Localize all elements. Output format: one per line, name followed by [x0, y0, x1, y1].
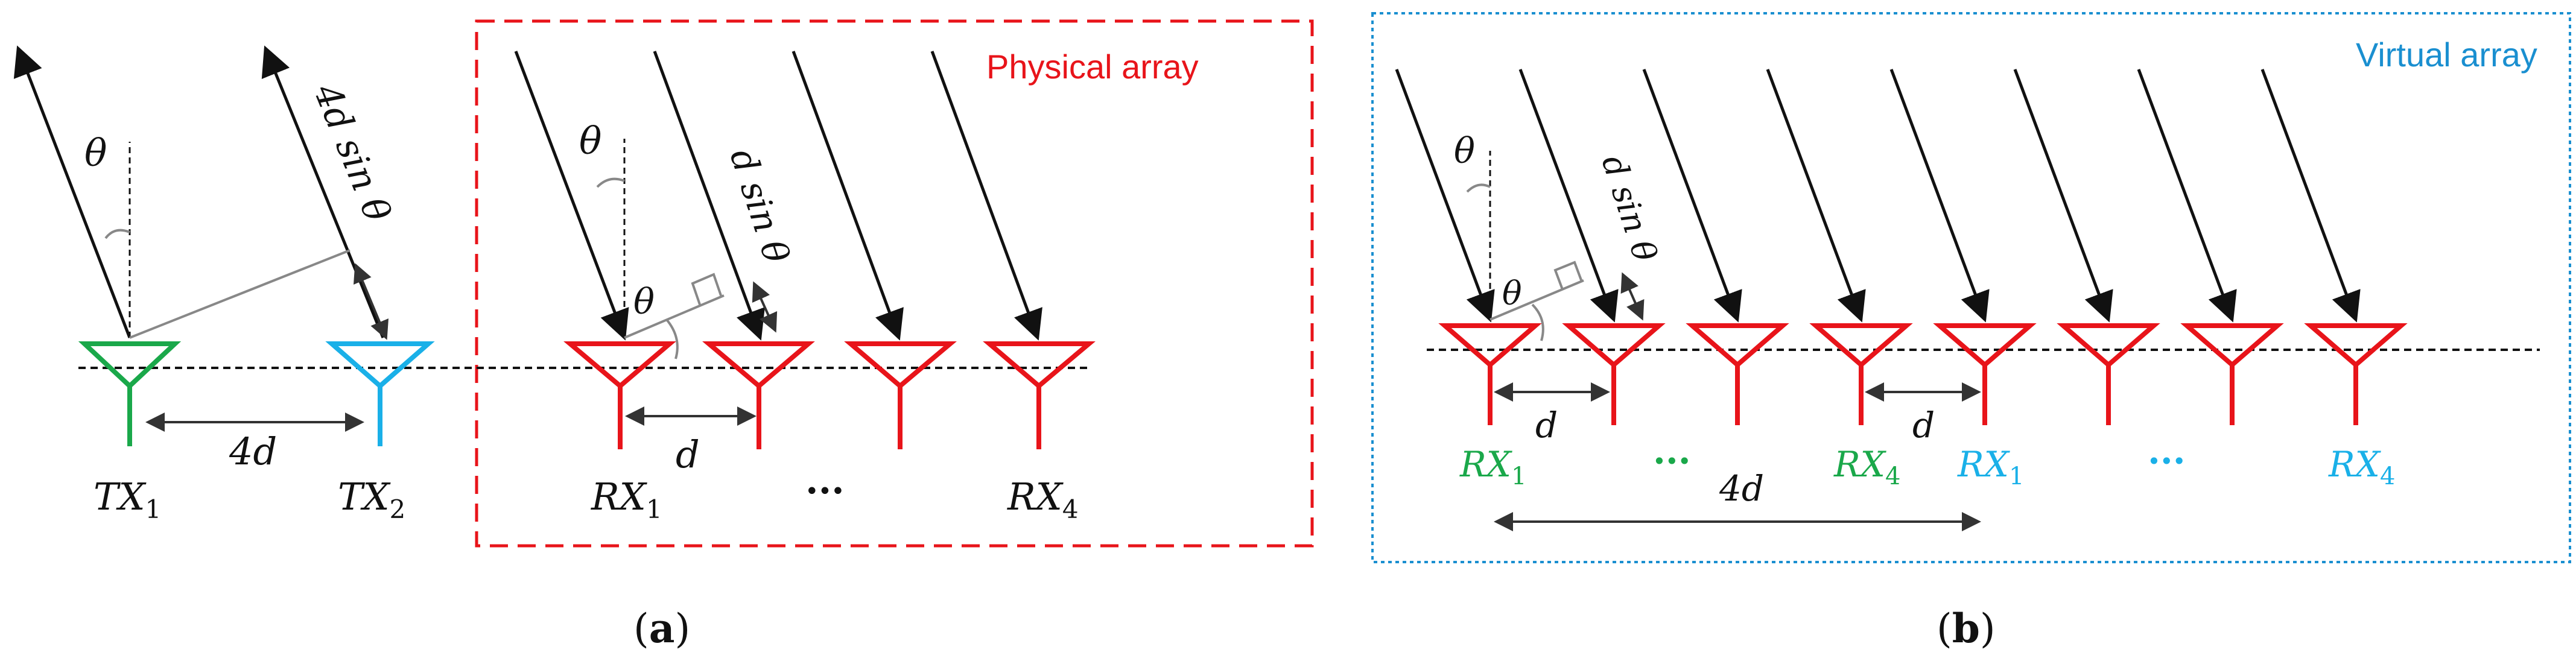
- vrx-antenna-4: [1809, 323, 1913, 425]
- vrx-ellipsis-green: ···: [1653, 440, 1691, 482]
- vrx-ray-5: [1889, 69, 1990, 323]
- rx-theta-arc-bottom: [665, 318, 679, 359]
- vrx-path-diff-label: d sin θ: [1594, 151, 1664, 267]
- tx1-ray-arrow: [13, 45, 132, 338]
- vrx-antenna-3: [1686, 323, 1789, 425]
- vrx-spacing-left-label: d: [1535, 405, 1558, 446]
- vrx-label-rx1-green: RX1: [1459, 444, 1526, 490]
- rx-path-diff-label: d sin θ: [722, 144, 798, 268]
- panel-a: Physical array θ 4d sin θ 4d TX1 TX2: [13, 19, 1314, 652]
- tx-path-diff-label: 4d sin θ: [305, 77, 399, 227]
- rx1-label: RX1: [591, 475, 662, 524]
- rx-path-diff-arrow: [752, 281, 778, 333]
- vrx-theta-arc-bottom: [1531, 303, 1544, 341]
- rx-antenna-2: [702, 341, 815, 449]
- rx-wavefront-line: [624, 294, 725, 339]
- vrx-theta-label-top: θ: [1454, 130, 1475, 171]
- panel-b: Virtual array θ θ d sin θ: [1371, 12, 2571, 652]
- panel-b-label: (b): [1937, 605, 1996, 652]
- vrx-ray-2: [1518, 69, 1619, 323]
- vrx-wavefront-line: [1489, 279, 1584, 321]
- vrx-ray-4: [1766, 69, 1866, 323]
- vrx-span-label: 4d: [1719, 468, 1764, 509]
- tx2-antenna: [325, 341, 435, 446]
- virtual-array-title: Virtual array: [2356, 36, 2537, 74]
- vrx-ray-3: [1642, 69, 1742, 323]
- vrx-antenna-5: [1933, 323, 2037, 425]
- vrx-ray-1: [1395, 69, 1495, 323]
- vrx-label-rx1-cyan: RX1: [1957, 444, 2024, 490]
- vrx-spacing-right-label: d: [1912, 405, 1935, 446]
- vrx-ray-8: [2260, 69, 2361, 323]
- tx1-label: TX1: [94, 475, 161, 524]
- rx-ray-2: [653, 51, 765, 341]
- vrx-label-rx4-green: RX4: [1833, 444, 1900, 490]
- vrx-theta-arc-top: [1466, 183, 1491, 193]
- vrx-path-diff-arrow: [1620, 272, 1645, 321]
- rx-incoming-rays: [514, 51, 1042, 341]
- vrx-antenna-2: [1562, 323, 1666, 425]
- virtual-antennas: [1438, 323, 2408, 425]
- vrx-right-angle: [1553, 261, 1583, 290]
- vrx-antenna-1: [1438, 323, 1542, 425]
- tx1-antenna: [78, 341, 182, 446]
- rx-ray-1: [514, 51, 629, 341]
- rx-spacing-label: d: [676, 432, 700, 476]
- vrx-antenna-6: [2057, 323, 2160, 425]
- tx-spacing-label: 4d: [229, 429, 277, 473]
- vrx-theta-label-bottom: θ: [1502, 274, 1522, 312]
- tx1-theta-arc: [104, 229, 130, 239]
- rx-antenna-3: [844, 341, 957, 449]
- rx-antenna-4: [983, 341, 1096, 449]
- physical-array-title: Physical array: [986, 48, 1199, 86]
- vrx-antenna-8: [2304, 323, 2408, 425]
- virtual-array-box: [1371, 12, 2571, 563]
- rx-ellipsis: ···: [805, 469, 845, 513]
- tx2-label: TX2: [338, 475, 405, 524]
- tx-path-diff-arrow: [354, 263, 389, 340]
- vrx-ray-7: [2137, 69, 2237, 323]
- rx-theta-label-top: θ: [579, 119, 601, 163]
- rx-antenna-1: [563, 341, 676, 449]
- rx-right-angle: [691, 273, 722, 305]
- rx-ray-3: [792, 51, 904, 341]
- panel-a-label: (a): [633, 605, 690, 652]
- vrx-ray-6: [2013, 69, 2113, 323]
- rx-theta-arc-top: [596, 177, 625, 188]
- rx4-label: RX4: [1007, 475, 1079, 524]
- rx-theta-label-bottom: θ: [633, 281, 655, 322]
- physical-array-box: [475, 19, 1314, 548]
- rx-ray-4: [930, 51, 1042, 341]
- virtual-incoming-rays: [1395, 69, 2361, 323]
- tx1-theta-label: θ: [84, 131, 107, 175]
- vrx-label-rx4-cyan: RX4: [2328, 444, 2395, 490]
- vrx-antenna-7: [2180, 323, 2284, 425]
- rx-antennas-a: [563, 341, 1096, 449]
- tx-wavefront-line: [129, 249, 351, 339]
- vrx-ellipsis-cyan: ···: [2148, 440, 2186, 482]
